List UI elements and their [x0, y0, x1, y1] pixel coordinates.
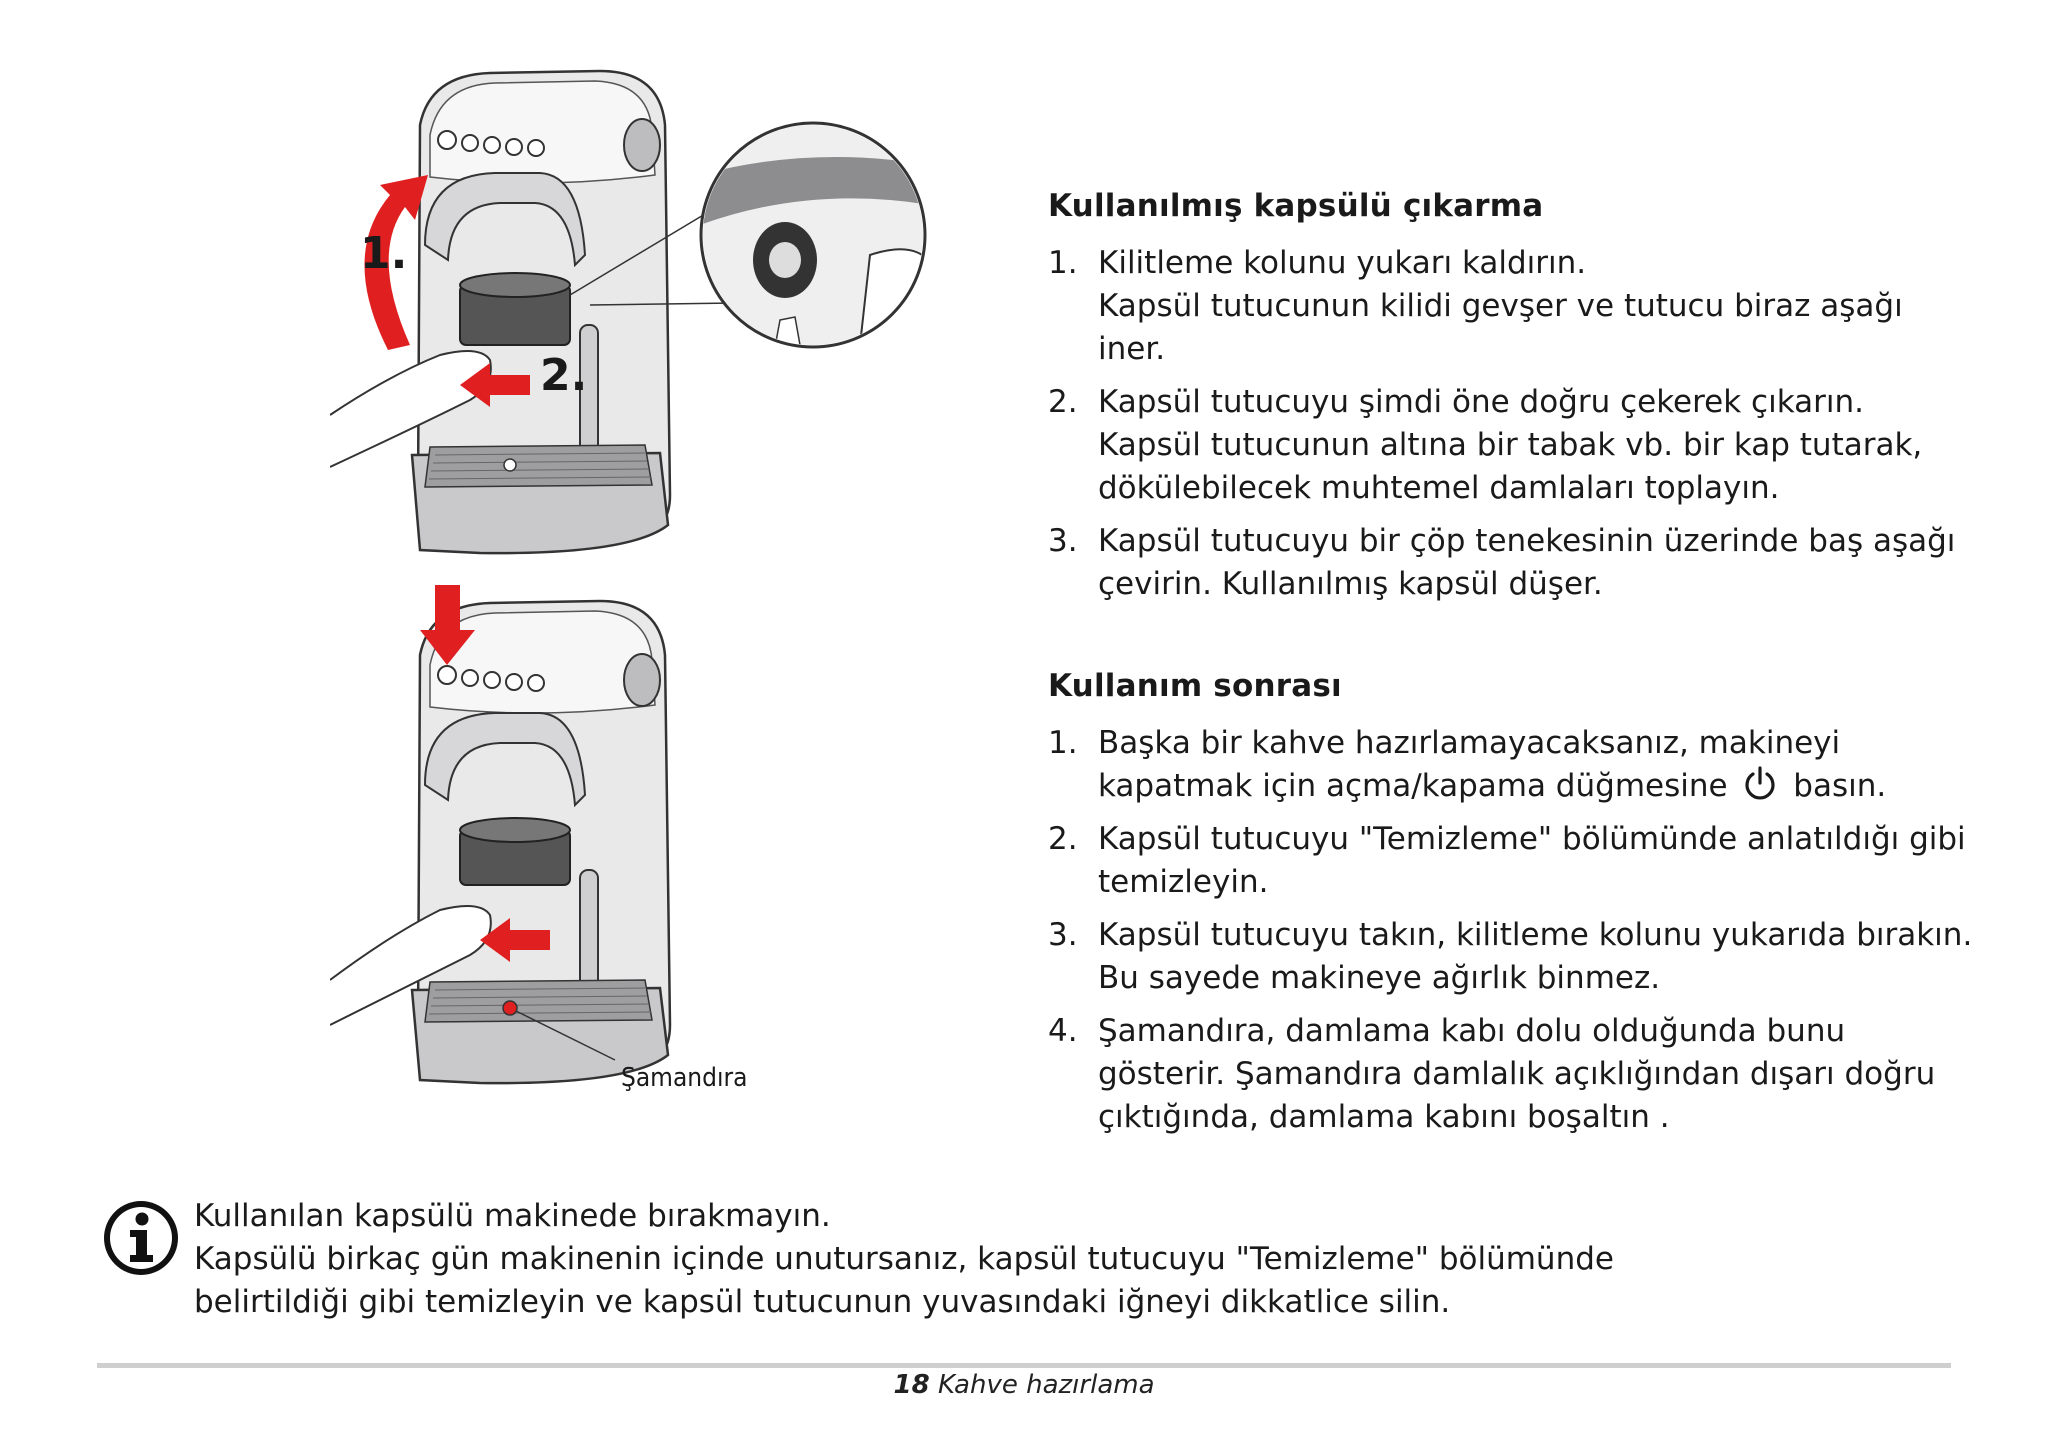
- list-item: 1. Başka bir kahve hazırlamayacaksanız, …: [1048, 722, 1978, 808]
- illustration-remove-capsule: [330, 69, 927, 555]
- illustration-after-use: [330, 585, 672, 1085]
- list-item: 3. Kapsül tutucuyu bir çöp tenekesinin ü…: [1048, 520, 1978, 606]
- step-text: Kapsül tutucuyu "Temizleme" bölümünde an…: [1098, 821, 1966, 900]
- list-item: 1. Kilitleme kolunu yukarı kaldırın. Kap…: [1048, 242, 1978, 371]
- page-footer: 18 Kahve hazırlama: [0, 1370, 2048, 1400]
- step-number: 1.: [1048, 725, 1078, 761]
- step-text: Kilitleme kolunu yukarı kaldırın.: [1098, 245, 1587, 281]
- list-item: 2. Kapsül tutucuyu şimdi öne doğru çeker…: [1048, 381, 1978, 510]
- step-2-marker: 2.: [540, 350, 588, 401]
- step-text: Kapsül tutucuyu bir çöp tenekesinin üzer…: [1098, 523, 1956, 602]
- note-line-2: Kapsülü birkaç gün makinenin içinde unut…: [194, 1241, 1614, 1320]
- footer-section: Kahve hazırlama: [937, 1370, 1155, 1400]
- step-text: Kapsül tutucuyu şimdi öne doğru çekerek …: [1098, 384, 1864, 420]
- section-title: Kullanılmış kapsülü çıkarma: [1048, 188, 1544, 224]
- step-detail: Kapsül tutucunun altına bir tabak vb. bi…: [1098, 427, 1923, 506]
- step-list: 1. Kilitleme kolunu yukarı kaldırın. Kap…: [1048, 242, 1978, 606]
- step-list: 1. Başka bir kahve hazırlamayacaksanız, …: [1048, 722, 1978, 1139]
- step-number: 3.: [1048, 523, 1078, 559]
- step-1-marker: 1.: [360, 228, 408, 279]
- note-line-1: Kullanılan kapsülü makinede bırakmayın.: [194, 1198, 831, 1234]
- step-number: 3.: [1048, 917, 1078, 953]
- step-number: 1.: [1048, 245, 1078, 281]
- list-item: 4. Şamandıra, damlama kabı dolu olduğund…: [1048, 1010, 1978, 1139]
- list-item: 2. Kapsül tutucuyu "Temizleme" bölümünde…: [1048, 818, 1978, 904]
- step-text-end: basın.: [1793, 768, 1887, 804]
- power-icon: [1745, 766, 1775, 800]
- float-label: Şamandıra: [621, 1063, 748, 1093]
- step-detail: Kapsül tutucunun kilidi gevşer ve tutucu…: [1098, 288, 1903, 367]
- list-item: 3. Kapsül tutucuyu takın, kilitleme kolu…: [1048, 914, 1978, 1000]
- step-number: 2.: [1048, 384, 1078, 420]
- footer-divider: [97, 1363, 1951, 1368]
- section-title: Kullanım sonrası: [1048, 668, 1342, 704]
- section-remove-capsule: Kullanılmış kapsülü çıkarma 1. Kilitleme…: [1048, 188, 1978, 616]
- info-icon: [104, 1201, 178, 1275]
- step-text: Şamandıra, damlama kabı dolu olduğunda b…: [1098, 1013, 1936, 1135]
- step-number: 2.: [1048, 821, 1078, 857]
- page-number: 18: [893, 1370, 930, 1400]
- step-number: 4.: [1048, 1013, 1078, 1049]
- step-text: Başka bir kahve hazırlamayacaksanız, mak…: [1098, 725, 1841, 804]
- step-text: Kapsül tutucuyu takın, kilitleme kolunu …: [1098, 917, 1973, 996]
- section-after-use: Kullanım sonrası 1. Başka bir kahve hazı…: [1048, 668, 1978, 1149]
